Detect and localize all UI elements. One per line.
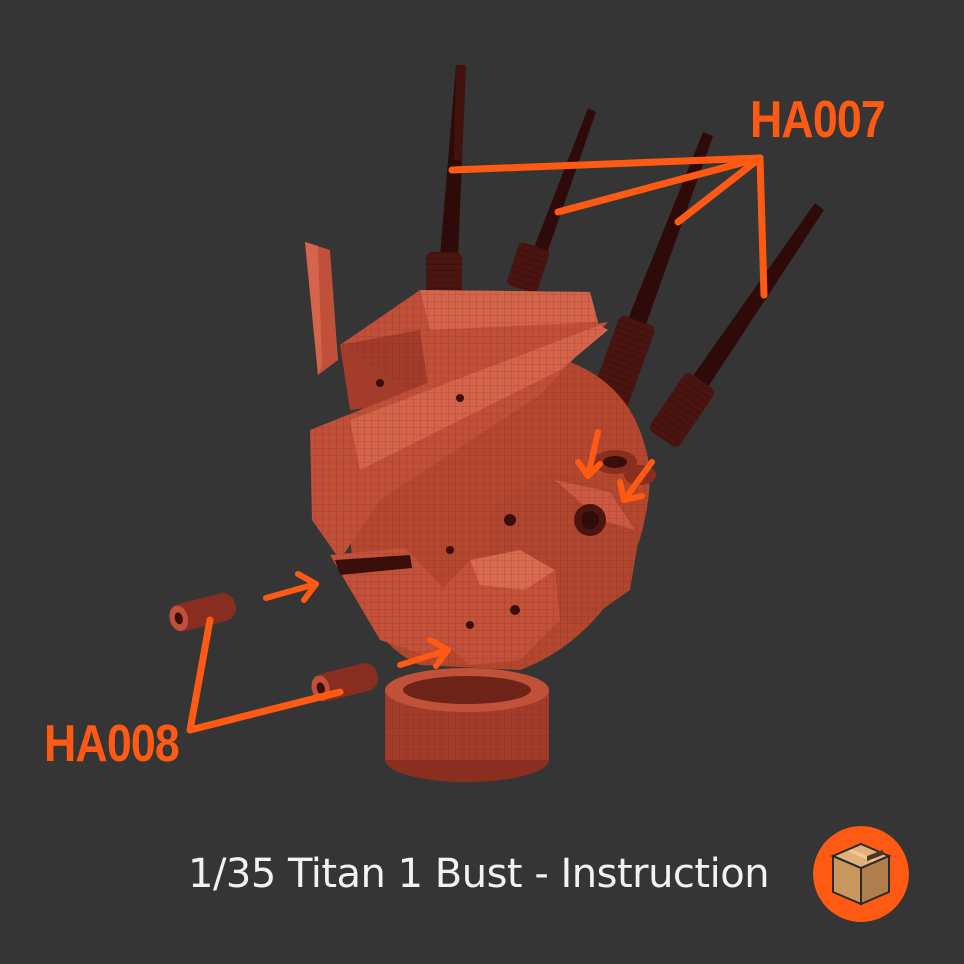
antenna-1 <box>426 65 466 307</box>
antenna-2 <box>507 108 596 293</box>
ha007-leader-1 <box>448 154 764 174</box>
cardboard-box-icon <box>830 842 892 906</box>
helmet-model <box>305 242 656 782</box>
part-label-ha008: HA008 <box>44 715 180 773</box>
arrow-icon <box>263 571 319 603</box>
ha008-leader <box>186 616 344 734</box>
arrow-icon <box>397 637 451 669</box>
arrow-icon <box>575 429 603 479</box>
peg-1 <box>169 593 236 632</box>
ha007-leader-3 <box>674 154 764 226</box>
ha007-leader-4 <box>756 154 768 299</box>
callout-lines <box>186 154 768 734</box>
part-code: HA007 <box>750 91 886 149</box>
part-code: HA008 <box>44 715 180 773</box>
instruction-caption: 1/35 Titan 1 Bust - Instruction <box>188 851 770 897</box>
lootbox-logo <box>813 826 909 922</box>
antenna-4 <box>649 203 824 447</box>
part-label-ha007: HA007 <box>750 91 886 149</box>
arrow-icon <box>617 459 655 503</box>
insert-arrows <box>263 429 655 669</box>
ha007-leader-2 <box>554 154 764 216</box>
neck-base <box>385 668 549 782</box>
